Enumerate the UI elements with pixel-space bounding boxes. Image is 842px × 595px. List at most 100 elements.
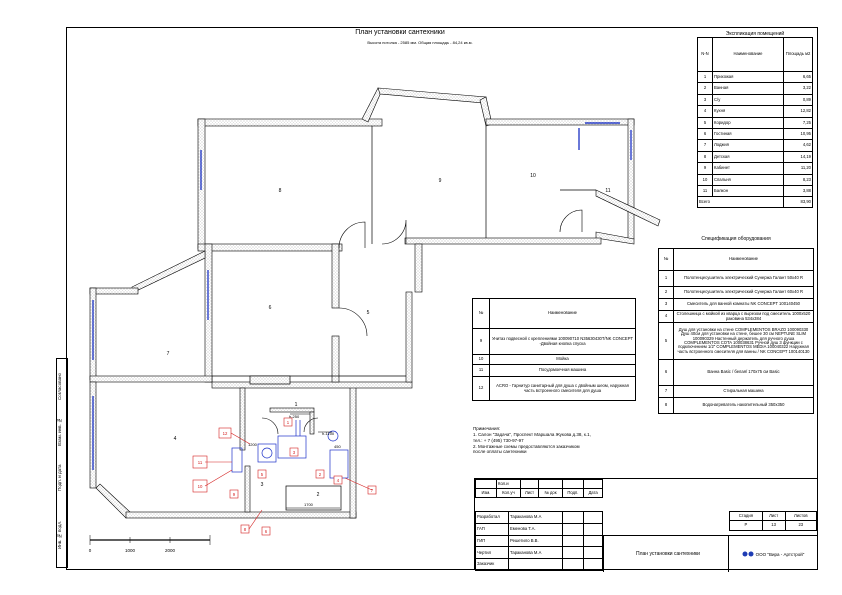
room-name: С/у — [712, 93, 784, 107]
dim-label: h-250 — [289, 414, 300, 419]
room-area: 8,23 — [783, 173, 813, 186]
notes-line-3: 2. Монтажные схемы предоставляются заказ… — [473, 443, 580, 449]
room-number-8: 8 — [279, 188, 282, 194]
room-number-9: 9 — [439, 178, 442, 184]
wall — [485, 118, 635, 126]
room-name: Балкон — [712, 184, 784, 198]
wall — [595, 231, 635, 245]
company-logo-icon — [742, 551, 754, 557]
stamp-date — [583, 546, 603, 560]
notes-line-1: 1. Салон "Задача", Проспект Маршала Жуко… — [473, 431, 591, 437]
washer-icon — [327, 430, 339, 442]
windows — [92, 122, 632, 470]
equipment-name: ACRO - Гарнитур санитарный для душа с дв… — [489, 376, 636, 401]
dimension-labels: h-250 h-1100 450 1700 1200 — [248, 414, 341, 507]
wall — [405, 291, 413, 383]
wall — [89, 287, 139, 295]
callout-box — [261, 526, 271, 536]
wall — [95, 483, 131, 519]
wall — [211, 381, 413, 389]
stamp-person: Еменова Т.А. — [508, 522, 563, 536]
rooms-header-area: Площадь м2 — [783, 37, 813, 72]
side-label-replace: Взам. инв. № — [57, 417, 62, 447]
side-label-sign-date: Подп. и дата — [57, 464, 62, 492]
stamp-date — [583, 534, 603, 548]
side-label-inv: Инв. № подл. — [57, 520, 62, 550]
stamp-role: ГАП — [475, 522, 509, 536]
stamp-sign — [562, 522, 584, 536]
stamp-person: Решетило В.В. — [508, 534, 563, 548]
callouts — [192, 417, 377, 536]
room-number-7: 7 — [167, 351, 170, 357]
room-num: 4 — [697, 105, 713, 118]
sheet-title: План установки сантехники — [355, 29, 445, 36]
callout-box — [289, 447, 299, 457]
wall — [331, 335, 340, 383]
room-num: 2 — [697, 82, 713, 95]
stamp-role: Разработал — [475, 511, 509, 524]
side-label-approved: Согласовано — [57, 372, 62, 400]
partition — [249, 375, 291, 385]
stamp-stage-table: Стадия Лист Листов Р 13 23 — [729, 511, 818, 531]
company-name: ООО "Вира - Артстрой" — [755, 551, 805, 557]
equipment-name: Полотенцесушитель электрический Сунержа … — [673, 286, 814, 299]
equipment-name: Ванна Basic / белая/ 170х75 см Basic — [673, 359, 814, 386]
room-num: 7 — [697, 139, 713, 152]
stamp-col-kol: Кол.уч — [496, 488, 521, 498]
stamp-date — [583, 558, 603, 571]
rooms-table-block: Экспликация помещений N-N Наименование П… — [697, 31, 813, 209]
stamp-sign — [562, 511, 584, 524]
room-area: 12,82 — [783, 105, 813, 118]
callout-label-12: 12 — [223, 431, 228, 436]
callout-leader — [248, 509, 263, 530]
stamp-role: Заказчик — [475, 558, 509, 571]
equipment-header-num: № — [658, 248, 674, 271]
room-num: 11 — [697, 184, 713, 198]
equipment-name: Смеситель для ванной комнаты NK CONCEPT … — [673, 298, 814, 311]
wall — [244, 465, 251, 513]
room-number-5: 5 — [367, 310, 370, 316]
sheets-value: 23 — [784, 520, 818, 531]
room-number-3: 3 — [261, 482, 264, 488]
stamp-date — [583, 522, 603, 536]
room-name: Ванная — [712, 82, 784, 95]
stamp-col-sign: Подп. — [561, 488, 585, 498]
callout-label-5: 5 — [261, 472, 264, 477]
wall — [331, 243, 340, 309]
callout-label-11: 11 — [198, 460, 203, 465]
equipment-name: Душ для установки на стене COMPLEMENTOS … — [673, 322, 814, 360]
sheet-value: 13 — [761, 520, 786, 531]
stamp-sign — [562, 546, 584, 560]
door-swing — [338, 307, 368, 337]
callout-label-6: 6 — [265, 529, 268, 534]
wall — [239, 387, 246, 451]
equipment-name: Полотенцесушитель электрический Сунержа … — [673, 270, 814, 287]
room-num: 3 — [697, 93, 713, 107]
callout-leader — [204, 469, 233, 487]
room-area: 10,95 — [783, 127, 813, 141]
equipment-name: Мойка — [489, 354, 636, 365]
stamp-person: Тараканова М.А — [508, 511, 563, 524]
toilet — [257, 443, 277, 463]
stamp-sheet-name: План установки сантехники — [603, 535, 732, 572]
stamp-sign — [562, 534, 584, 548]
room-number-11: 11 — [605, 188, 610, 194]
equipment-name: Водонагреватель накопительный 350х350 — [673, 397, 814, 414]
room-area: 4,62 — [783, 139, 813, 152]
callout-labels: 1 2 3 4 5 6 7 8 9 10 11 12 — [198, 420, 374, 534]
